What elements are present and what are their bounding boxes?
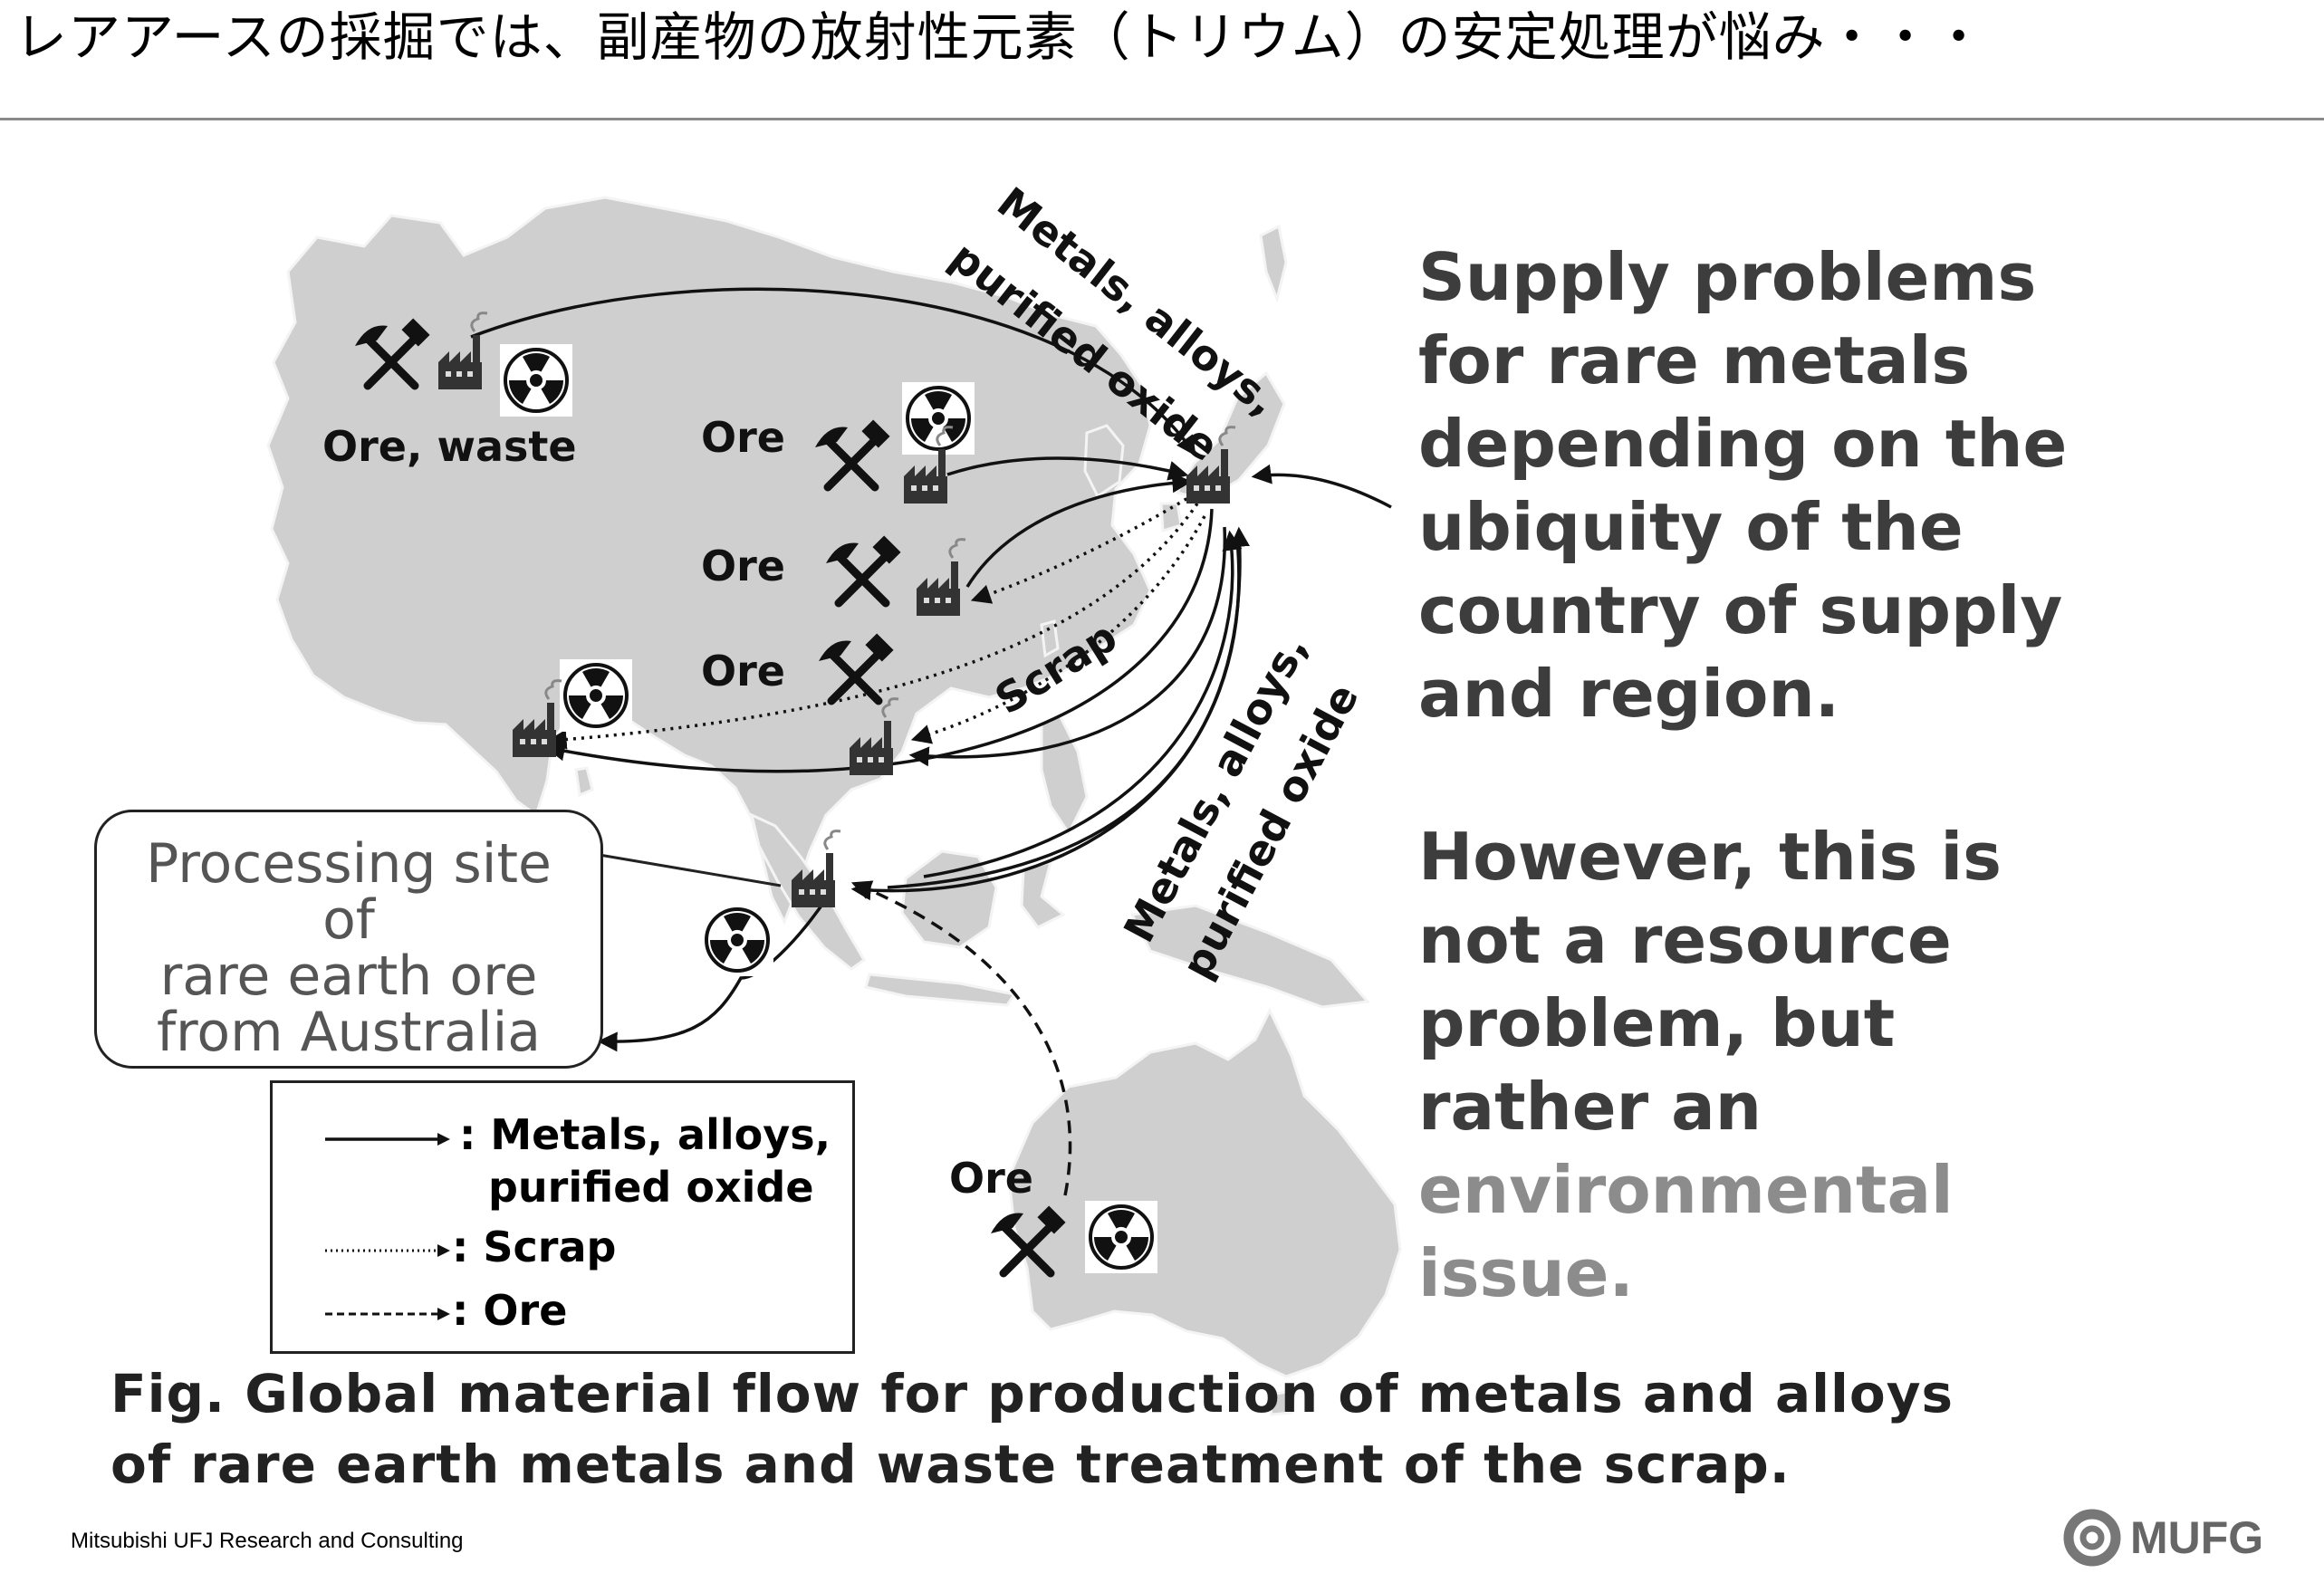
java-landmass [864,973,1017,1007]
callout-line-1: Processing site [146,832,552,896]
side-text-line: not a resource [1418,902,1952,978]
legend-ore-label: : Ore [452,1286,568,1335]
side-text-line: rather an [1418,1069,1762,1145]
metals-flows [470,287,1392,1052]
mufg-logo: MUFG [2063,1509,2263,1567]
flow-japan-to-callout [597,896,830,1052]
side-text-line: country of supply [1418,572,2063,648]
label-ore-australia: Ore [949,1154,1033,1203]
label-ore-china-south: Ore [701,647,785,695]
flow-china-north-to-japan [946,456,1189,481]
mufg-logo-icon [2063,1509,2121,1567]
flow-legend: : Metals, alloys, purified oxide : Scrap… [270,1080,855,1354]
side-text-line: environmental [1418,1152,1954,1228]
philippines-landmass [1040,713,1089,836]
flow-japan-to-vietnam [908,526,1226,767]
borneo-landmass [900,849,998,949]
flow-mongolia-to-japan [470,287,1196,456]
side-text-line: Supply problems [1418,239,2037,315]
radiation-icon [1083,1199,1159,1275]
processing-site-callout: Processing site of rare earth ore from A… [94,810,603,1069]
side-text-line: ubiquity of the [1418,489,1964,565]
scrap-japan-to-vietnam [910,515,1206,744]
title-divider [0,118,2324,120]
legend-metals-label-2: purified oxide [488,1163,814,1212]
side-text-line: and region. [1418,656,1840,732]
taiwan-landmass [1040,619,1060,658]
label-ore-china-mid: Ore [701,542,785,590]
ore-australia-to-malaysia [850,880,1072,1196]
srilanka-landmass [574,766,594,798]
caption-line-2: of rare earth metals and waste treatment… [110,1434,1791,1495]
figure-caption: Fig. Global material flow for production… [110,1358,1954,1500]
callout-line-2: of [322,888,375,952]
radiation-icon [558,657,634,734]
callout-pointer [588,851,782,887]
scrap-flows [546,493,1206,750]
legend-dashed-line [325,1308,450,1320]
flow-japan-to-india [544,508,1214,773]
flow-indonesia-up-to-japan [887,526,1250,889]
side-text-line: problem, but [1418,985,1896,1061]
australia-landmass [1007,1007,1402,1378]
side-text-line: depending on the [1418,406,2068,482]
footer-company: Mitsubishi UFJ Research and Consulting [71,1529,464,1553]
flow-right-to-japan [1251,464,1392,509]
mufg-logo-text: MUFG [2130,1512,2264,1563]
legend-scrap-label: : Scrap [452,1223,617,1271]
radiation-icon [699,902,775,978]
side-text-line: However, this is [1418,819,2002,895]
land-masses [266,196,1402,1416]
tasmania-landmass [1266,1389,1297,1416]
page-title: レアアースの採掘では、副産物の放射性元素（トリウム）の安定処理が悩み・・・ [14,6,1986,68]
flow-indonesia-up-to-japan-2 [923,530,1243,878]
radiation-icon [498,342,574,418]
legend-solid-line [325,1133,450,1146]
flow-label-mid: Metals, alloys, purified oxide [1114,627,1368,986]
side-text-line: issue. [1418,1235,1634,1311]
side-text: Supply problems for rare metals dependin… [1418,235,2067,1315]
newguinea-landmass [1129,904,1370,1009]
legend-dotted-line [325,1244,450,1257]
caption-line-1: Fig. Global material flow for production… [110,1363,1954,1424]
paragraph-gap [1418,735,2067,815]
callout-line-4: from Australia [156,1001,542,1064]
asia-landmass [266,196,1152,926]
sulawesi-landmass [1020,859,1066,929]
legend-metals-label: : Metals, alloys, [459,1110,831,1159]
label-ore-waste: Ore, waste [322,422,577,471]
side-text-line: for rare metals [1418,322,1971,398]
flow-china-mid-to-japan [965,473,1193,588]
label-ore-china-north: Ore [701,413,785,462]
callout-line-3: rare earth ore [159,945,538,1008]
